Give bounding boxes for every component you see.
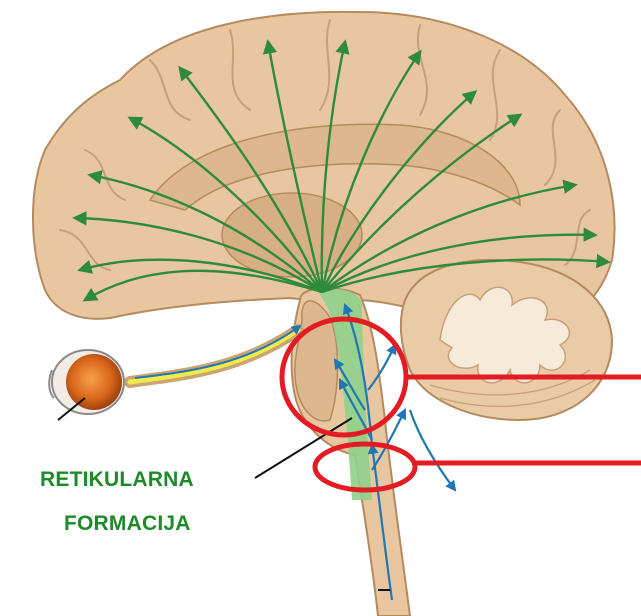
optic-nerve	[130, 330, 298, 382]
reticular-formation-label-line1: RETIKULARNA	[40, 468, 194, 492]
reticular-formation-label-line2: FORMACIJA	[64, 512, 191, 536]
eye-icon	[49, 350, 124, 414]
